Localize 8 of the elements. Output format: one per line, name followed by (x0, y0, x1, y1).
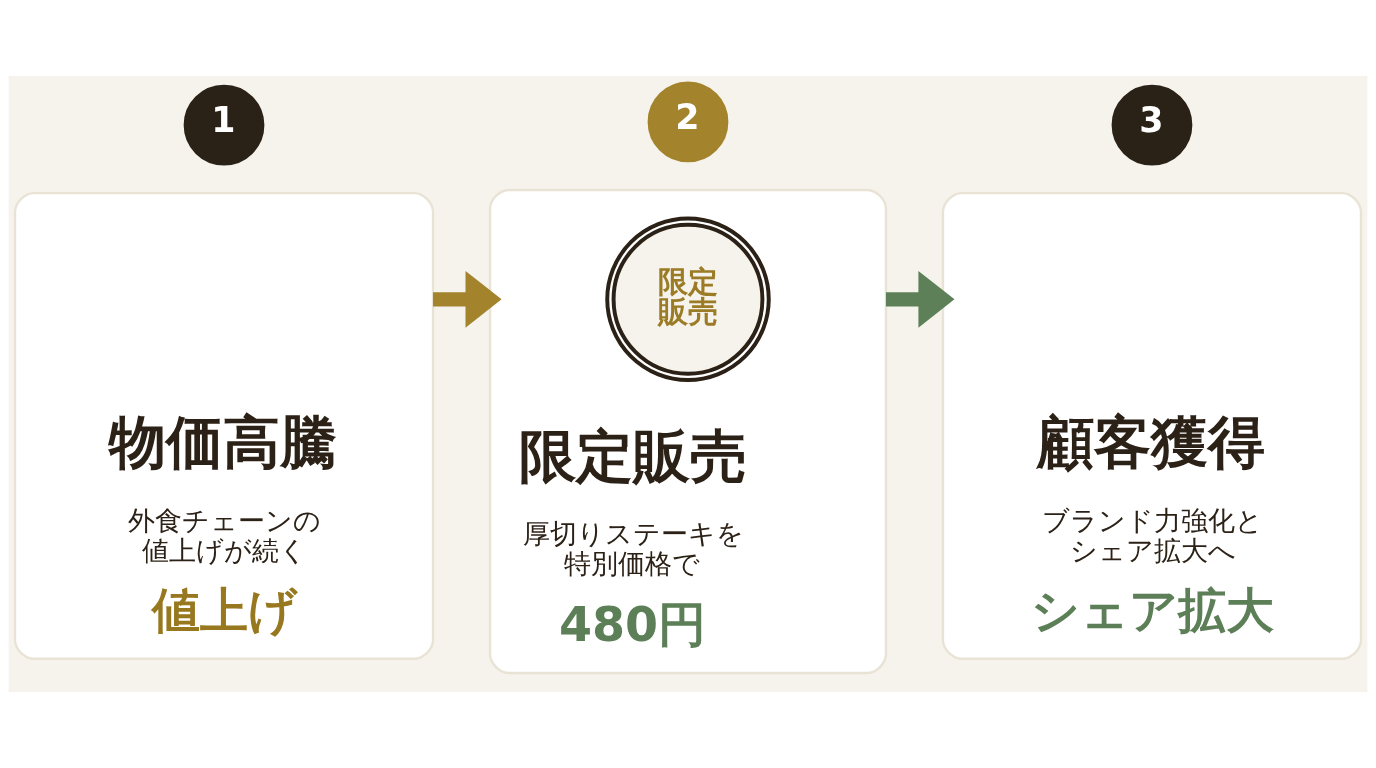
arrow (433, 270, 502, 328)
node-circle: 限定販売 (605, 216, 771, 383)
node-circle: 2 (647, 81, 729, 163)
node-circle: 1 (183, 84, 265, 166)
node-circle: 3 (1111, 84, 1193, 166)
node-box: 物価高騰 外食チェーンの値上げが続く 値上げ (13, 192, 435, 660)
arrow (885, 270, 955, 328)
node-box: 顧客獲得 ブランド力強化とシェア拡大へ シェア拡大 (941, 192, 1363, 660)
